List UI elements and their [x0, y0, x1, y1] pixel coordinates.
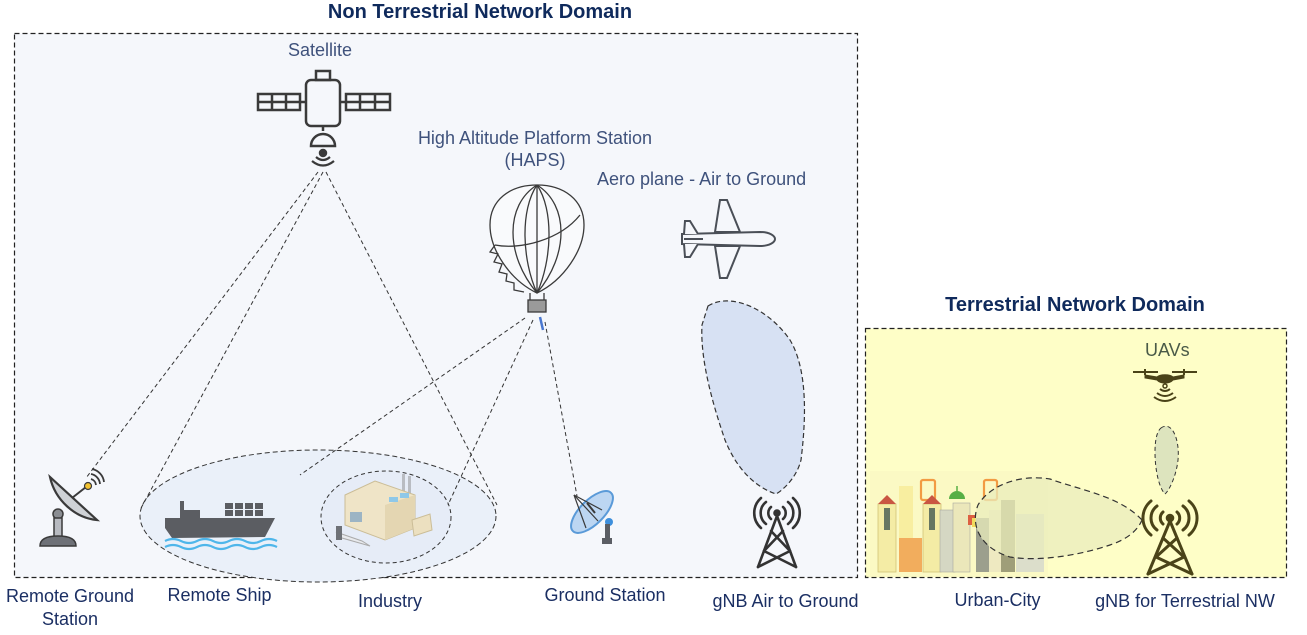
link-haps-industry	[447, 319, 534, 506]
drone-icon	[1133, 369, 1197, 402]
urban-city-label: Urban-City	[954, 590, 1041, 610]
air-to-ground-coverage-area	[701, 300, 806, 495]
cell-tower-icon	[752, 496, 802, 569]
remote-ground-station-label-line1: Remote Ground	[5, 586, 135, 606]
gnb-air-to-ground-label: gNB Air to Ground	[712, 591, 859, 611]
airplane-icon	[681, 199, 777, 279]
haps-label-line2: (HAPS)	[504, 150, 566, 170]
link-satellite-industry	[325, 171, 498, 506]
cell-tower-icon	[1141, 499, 1199, 576]
ground-station-label: Ground Station	[544, 585, 666, 605]
haps-beam-marker	[538, 316, 545, 331]
haps-label: High Altitude Platform Station (HAPS)	[380, 127, 690, 171]
satellite-label: Satellite	[287, 40, 353, 60]
urban-coverage-area	[974, 477, 1143, 560]
hot-air-balloon-icon	[488, 184, 585, 313]
haps-links	[299, 317, 578, 506]
link-satellite-remote-ground-station	[85, 171, 319, 479]
tn-domain-title: Terrestrial Network Domain	[945, 294, 1205, 316]
aeroplane-label: Aero plane - Air to Ground	[597, 169, 807, 189]
satellite-dish-icon	[39, 468, 105, 547]
remote-ship-label: Remote Ship	[167, 585, 272, 605]
haps-label-line1: High Altitude Platform Station	[417, 128, 653, 148]
industry-label: Industry	[357, 591, 423, 611]
link-satellite-ship	[139, 171, 324, 511]
cargo-ship-icon	[164, 501, 278, 551]
link-haps-ground-station	[544, 321, 578, 497]
remote-ground-station-label: Remote Ground Station	[0, 585, 140, 631]
factory-icon	[335, 474, 433, 547]
uavs-label: UAVs	[1145, 340, 1190, 360]
ntn-domain-title: Non Terrestrial Network Domain	[327, 1, 633, 23]
gnb-terrestrial-label: gNB for Terrestrial NW	[1095, 591, 1275, 611]
uav-coverage-area	[1154, 425, 1179, 495]
ground-dish-icon	[570, 490, 614, 544]
remote-ground-station-label-line2: Station	[41, 609, 99, 629]
satellite-links	[85, 171, 498, 511]
link-haps-ship-area	[299, 317, 526, 476]
satellite-icon	[256, 69, 392, 167]
